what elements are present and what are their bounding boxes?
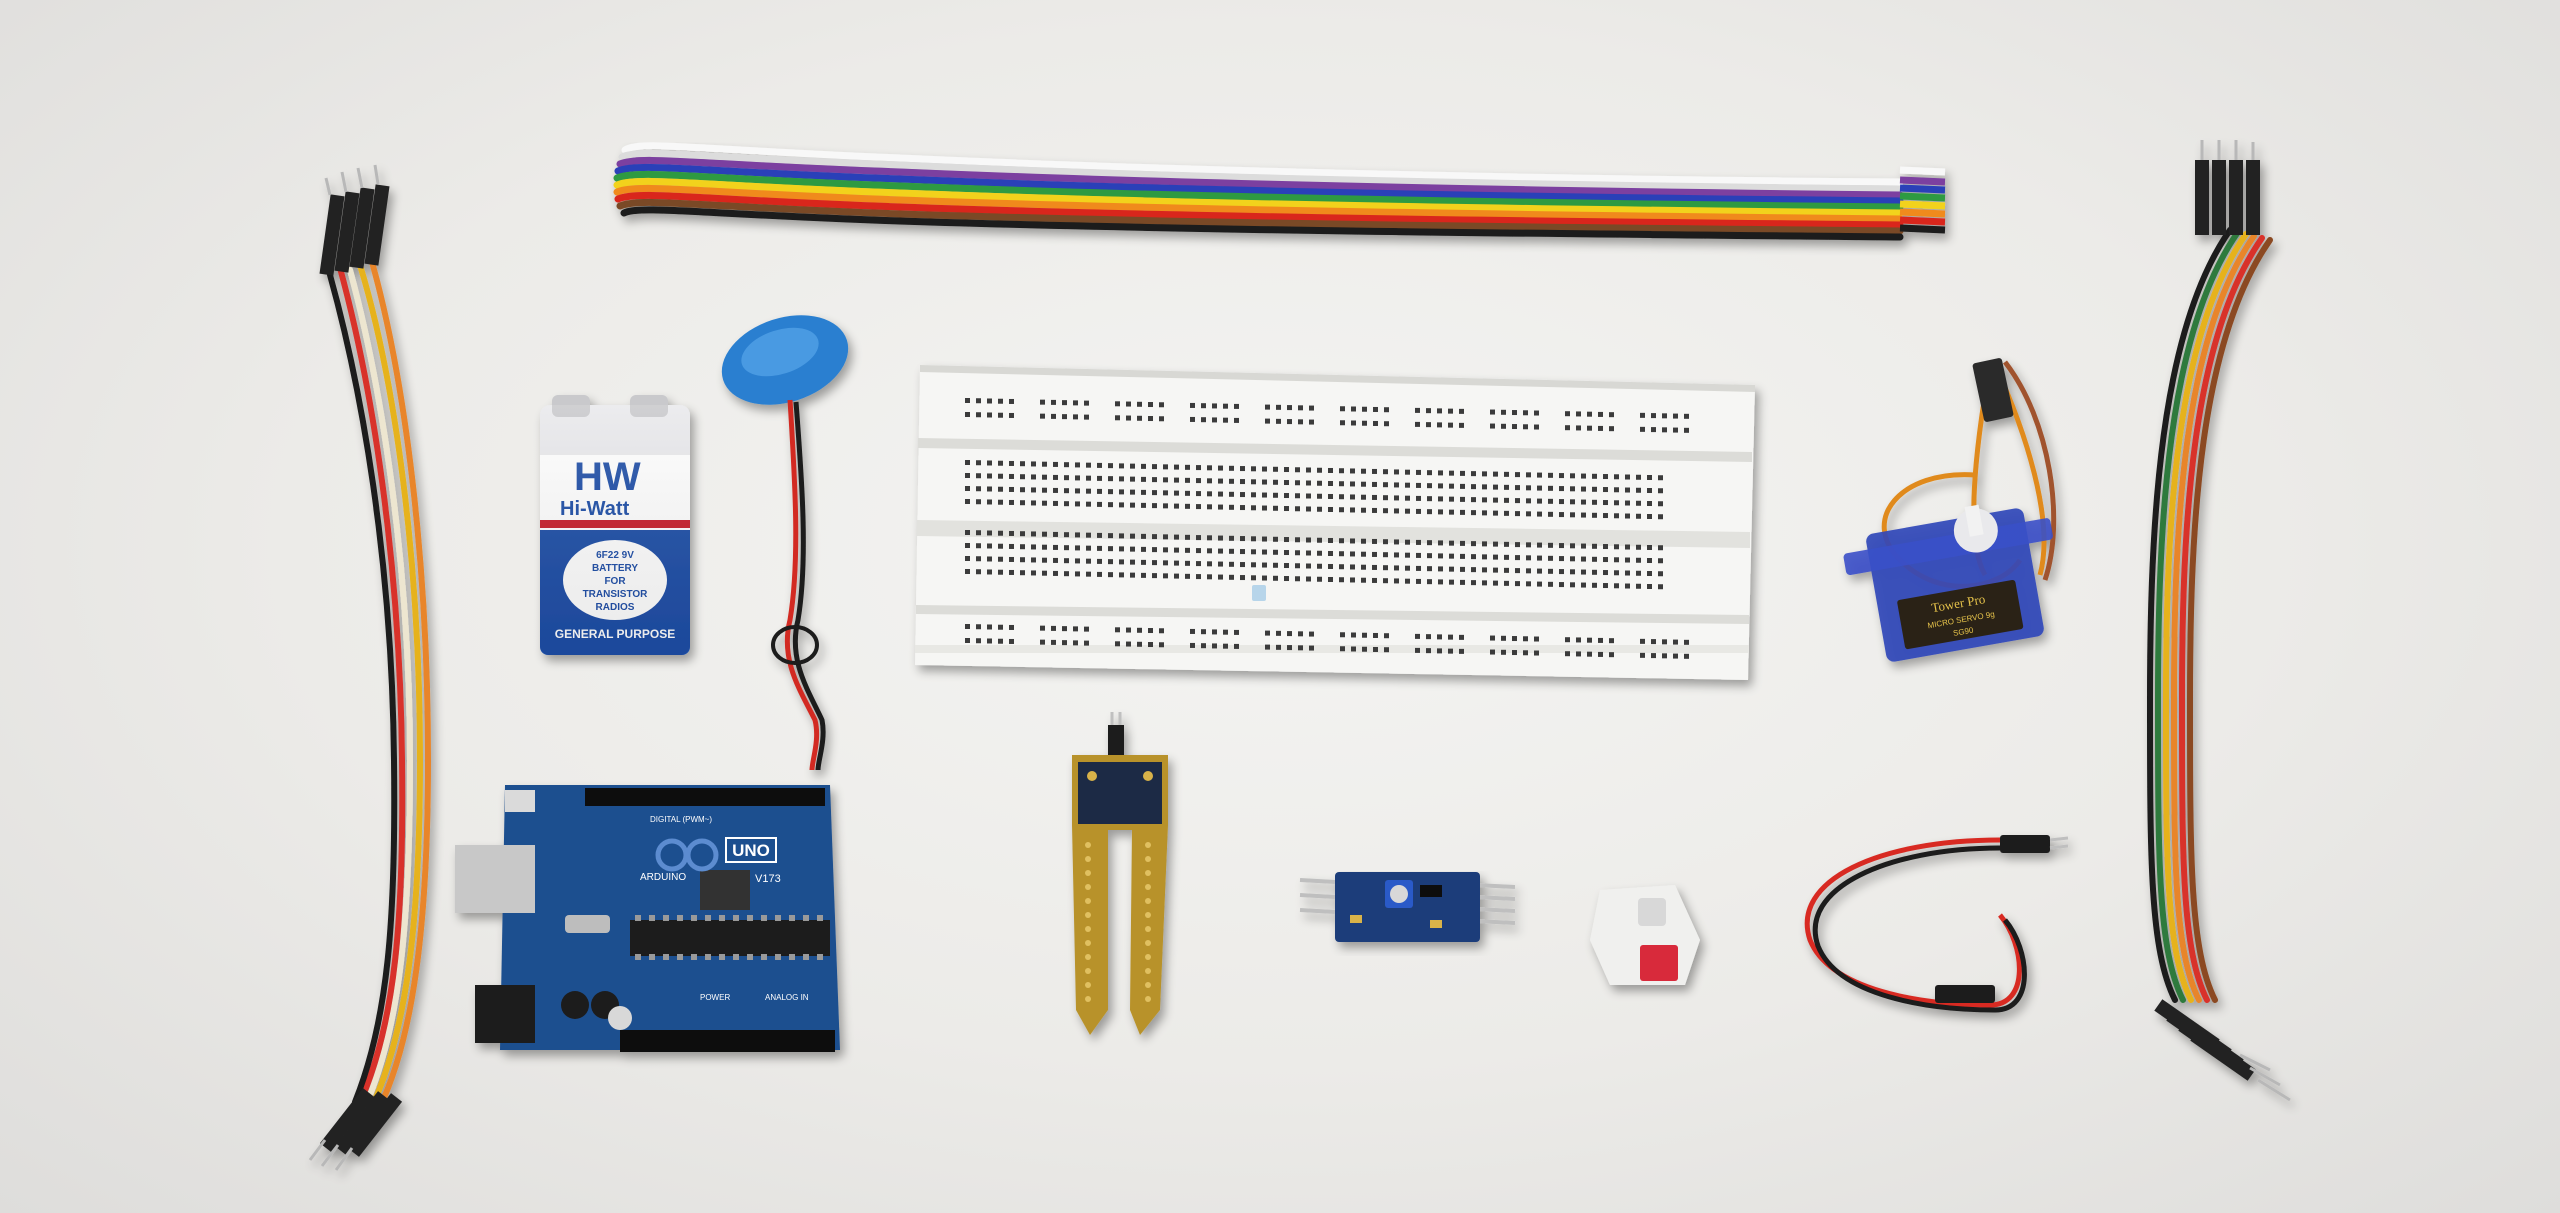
breadboard xyxy=(915,365,1755,680)
arduino-power-label: POWER xyxy=(700,993,730,1002)
jumper-wires-right xyxy=(2146,140,2291,1102)
arduino-uno: ARDUINO UNO V173 DIGITAL (PWM~) POWER AN… xyxy=(455,785,840,1052)
breadboard-holes xyxy=(965,398,1689,659)
comparator-module xyxy=(1299,872,1516,942)
servo-code: SG90 xyxy=(1952,625,1974,638)
short-jumper-cable xyxy=(1804,835,2069,1013)
buzzer xyxy=(721,315,849,771)
jumper-wires-left xyxy=(308,164,432,1171)
arduino-brand: ARDUINO xyxy=(640,872,686,883)
soil-moisture-sensor xyxy=(1072,712,1168,1035)
arduino-digital-label: DIGITAL (PWM~) xyxy=(650,815,712,824)
servo-motor: Tower Pro MICRO SERVO 9g SG90 xyxy=(1843,358,2057,662)
arduino-analog-label: ANALOG IN xyxy=(765,993,809,1002)
9v-battery: HW Hi-Watt 6F22 9V BATTERY FOR TRANSISTO… xyxy=(540,395,690,655)
arduino-version: V173 xyxy=(755,873,781,885)
push-button xyxy=(1590,885,1700,985)
arduino-model: UNO xyxy=(732,841,770,860)
ribbon-cable xyxy=(613,142,1946,241)
